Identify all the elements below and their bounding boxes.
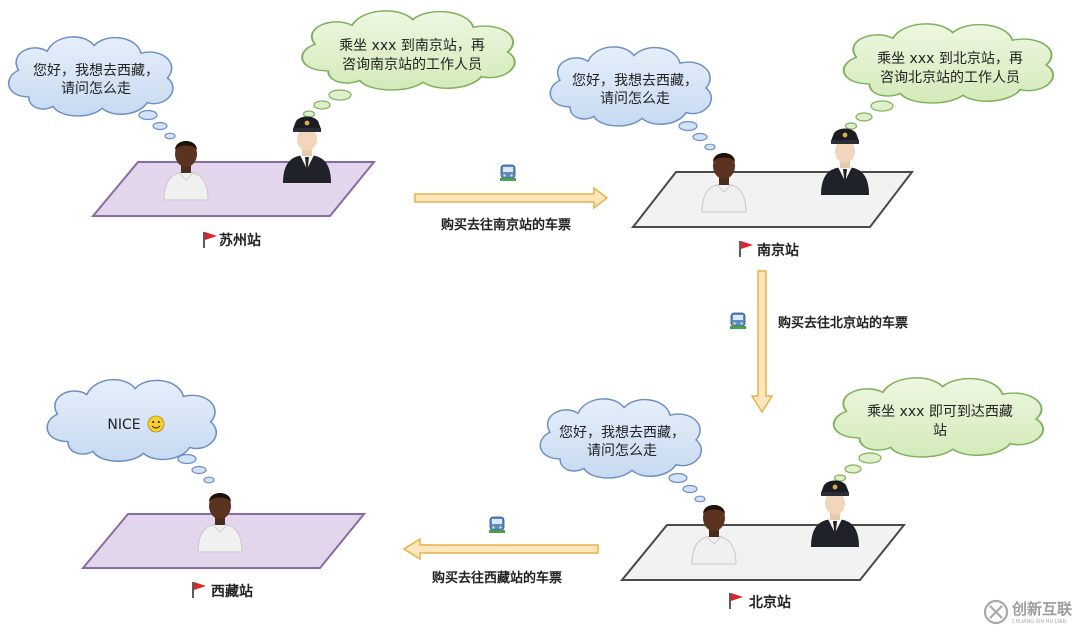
watermark-subtext: CHUANG XIN HU LIAN [1012, 619, 1066, 625]
flag-icon [739, 240, 754, 258]
traveler-bubble-line-1: 您好，我想去西藏， [572, 72, 698, 89]
flag-icon [203, 231, 218, 249]
scene-suzhou: 您好，我想去西藏， 请问怎么走 乘坐 xxx 到南京站，再 咨询南京站的工作人员… [7, 9, 516, 249]
traveler-bubble-line-2: 请问怎么走 [61, 81, 131, 97]
traveler-bubble-tibet: NICE [46, 378, 218, 484]
flag-icon [192, 581, 207, 599]
scene-tibet: NICE 西藏站 [46, 378, 367, 600]
staff-icon [283, 116, 331, 183]
traveler-bubble-line-1: 您好，我想去西藏， [559, 424, 685, 441]
traveler-bubble-line-1: NICE [107, 417, 140, 433]
staff-bubble-line-1: 乘坐 xxx 到北京站，再 [877, 51, 1023, 67]
flag-icon [729, 592, 744, 610]
arrow-label: 购买去往北京站的车票 [778, 315, 908, 331]
staff-bubble-line-1: 乘坐 xxx 即可到达西藏 [867, 404, 1013, 420]
traveler-bubble-line-2: 请问怎么走 [600, 91, 670, 107]
arrow-suzhou-to-nanjing: 购买去往南京站的车票 [414, 164, 609, 233]
staff-bubble-line-2: 站 [933, 423, 947, 439]
train-icon [729, 312, 747, 330]
platform-beijing [619, 524, 907, 581]
arrow-nanjing-to-beijing: 购买去往北京站的车票 [729, 270, 908, 414]
staff-bubble-beijing: 乘坐 xxx 即可到达西藏 站 [832, 376, 1045, 482]
station-label-suzhou: 苏州站 [219, 232, 261, 249]
station-label-beijing: 北京站 [749, 594, 791, 611]
watermark-text: 创新互联 [1011, 600, 1073, 618]
traveler-bubble-suzhou: 您好，我想去西藏， 请问怎么走 [7, 36, 176, 140]
watermark-logo-icon [983, 599, 1009, 625]
scene-beijing: 您好，我想去西藏， 请问怎么走 乘坐 xxx 即可到达西藏 站 北京站 [539, 376, 1045, 611]
platform-suzhou [90, 161, 377, 217]
staff-bubble-line-1: 乘坐 xxx 到南京站，再 [339, 38, 485, 54]
station-label-nanjing: 南京站 [757, 242, 799, 259]
staff-icon [821, 128, 869, 195]
scene-nanjing: 您好，我想去西藏， 请问怎么走 乘坐 xxx 到北京站，再 咨询北京站的工作人员… [549, 22, 1055, 259]
smiley-icon [147, 415, 165, 433]
staff-bubble-nanjing: 乘坐 xxx 到北京站，再 咨询北京站的工作人员 [842, 22, 1055, 130]
station-label-tibet: 西藏站 [211, 583, 253, 600]
arrow-label: 购买去往南京站的车票 [441, 217, 571, 233]
staff-bubble-line-2: 咨询北京站的工作人员 [880, 70, 1020, 86]
arrow-beijing-to-tibet: 购买去往西藏站的车票 [402, 516, 599, 586]
traveler-bubble-beijing: 您好，我想去西藏， 请问怎么走 [539, 398, 706, 503]
staff-bubble-line-2: 咨询南京站的工作人员 [342, 57, 482, 73]
traveler-bubble-nanjing: 您好，我想去西藏， 请问怎么走 [549, 46, 716, 151]
watermark: 创新互联 CHUANG XIN HU LIAN [983, 599, 1073, 625]
platform-nanjing [630, 171, 915, 228]
staff-icon [811, 480, 859, 547]
train-icon [499, 164, 517, 182]
train-icon [488, 516, 506, 534]
traveler-bubble-line-1: 您好，我想去西藏， [33, 62, 159, 79]
staff-bubble-suzhou: 乘坐 xxx 到南京站，再 咨询南京站的工作人员 [301, 9, 516, 118]
traveler-bubble-line-2: 请问怎么走 [587, 443, 657, 459]
arrow-label: 购买去往西藏站的车票 [432, 570, 562, 586]
